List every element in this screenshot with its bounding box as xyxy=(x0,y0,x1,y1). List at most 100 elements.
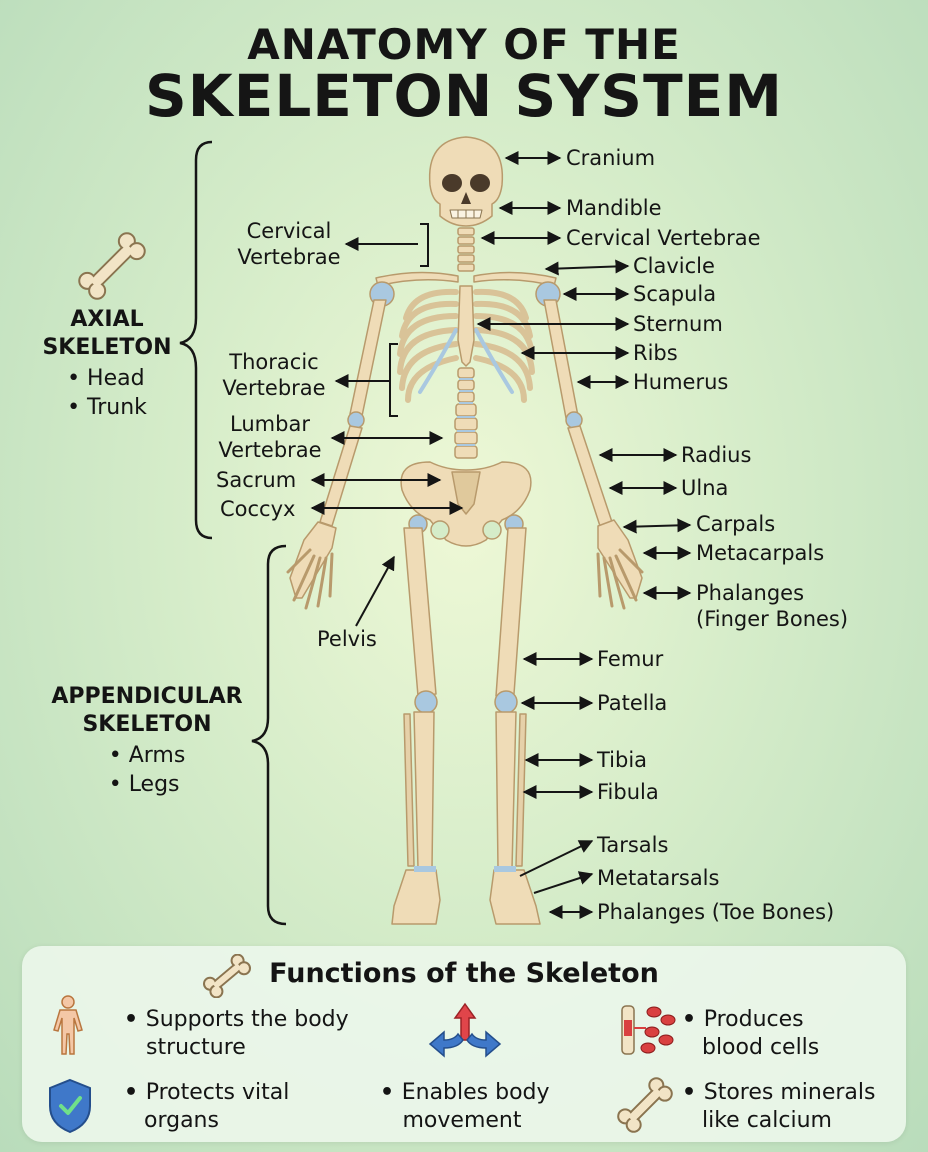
nasal-cavity xyxy=(461,192,471,204)
title-line-1: ANATOMY OF THE xyxy=(247,20,681,69)
costal-cartilage xyxy=(418,328,514,394)
label-cervical-vertebrae: Cervical Vertebrae xyxy=(566,226,761,250)
appendicular-item: Legs xyxy=(109,770,186,799)
appendicular-list: Arms Legs xyxy=(109,741,186,799)
label-tarsals: Tarsals xyxy=(597,833,669,857)
patella-left xyxy=(414,690,438,714)
label-metacarpals: Metacarpals xyxy=(696,541,825,565)
forearm-right xyxy=(567,425,613,527)
single-arrows xyxy=(334,237,594,894)
human-body-icon xyxy=(53,995,83,1055)
label-clavicle: Clavicle xyxy=(633,254,715,278)
axial-title-2: SKELETON xyxy=(42,335,172,360)
function-item-minerals: • Stores minerals • like calcium xyxy=(682,1080,876,1133)
function-item-movement: • Enables body movement xyxy=(380,1080,550,1133)
tibia-right xyxy=(495,711,517,869)
axial-title-1: AXIAL xyxy=(70,307,144,332)
label-metatarsals: Metatarsals xyxy=(597,866,720,890)
function-movement-2: movement xyxy=(402,1108,522,1133)
appendicular-item: Arms xyxy=(109,741,186,770)
label-carpals: Carpals xyxy=(696,512,776,536)
cervical-vertebrae xyxy=(457,227,475,272)
function-minerals-1: Stores minerals xyxy=(703,1080,876,1105)
label-lumbar-1: Lumbar xyxy=(230,412,310,436)
label-cervical-left-2: Vertebrae xyxy=(237,245,341,269)
label-femur: Femur xyxy=(597,647,664,671)
foot-left xyxy=(391,869,441,925)
title-line-2: SKELETON SYSTEM xyxy=(145,62,783,130)
label-lumbar-2: Vertebrae xyxy=(218,438,322,462)
label-sternum: Sternum xyxy=(633,312,723,336)
clavicle-left xyxy=(375,271,459,287)
thoracic-bracket xyxy=(389,343,398,417)
label-coccyx: Coccyx xyxy=(220,497,296,521)
label-fibula: Fibula xyxy=(597,780,659,804)
functions-panel: Functions of the Skeleton • Supports the… xyxy=(22,946,906,1142)
blood-cells-icon xyxy=(621,1005,676,1055)
label-phalanges-hand-2: (Finger Bones) xyxy=(696,607,849,631)
fibula-left xyxy=(403,713,415,867)
label-ribs: Ribs xyxy=(633,341,678,365)
direction-arrows-icon xyxy=(428,1002,502,1058)
appendicular-skeleton-group: APPENDICULAR SKELETON Arms Legs xyxy=(44,683,250,799)
shield-check-icon xyxy=(49,1078,91,1134)
bone-icon xyxy=(202,954,252,998)
function-movement-1: Enables body xyxy=(401,1080,550,1105)
label-mandible: Mandible xyxy=(566,196,662,220)
axial-skeleton-group: AXIAL SKELETON Head Trunk xyxy=(34,306,180,422)
eye-socket-left xyxy=(442,174,462,192)
function-protect-1: Protects vital xyxy=(145,1080,290,1105)
function-item-blood: • Produces • blood cells xyxy=(682,1007,820,1060)
label-scapula: Scapula xyxy=(633,282,717,306)
function-blood-2: blood cells xyxy=(701,1035,820,1060)
label-tibia: Tibia xyxy=(597,748,648,772)
femur-left xyxy=(403,527,437,697)
label-cervical-left-1: Cervical xyxy=(246,219,332,243)
fingers-right xyxy=(596,548,644,610)
femur-right xyxy=(495,527,527,697)
label-cranium: Cranium xyxy=(566,146,656,170)
tibia-left xyxy=(413,711,435,869)
label-ulna: Ulna xyxy=(681,476,729,500)
label-thoracic-1: Thoracic xyxy=(229,350,319,374)
eye-socket-right xyxy=(470,174,490,192)
function-item-support: • Supports the body • structure xyxy=(124,1007,349,1060)
label-lumbar: Lumbar Vertebrae xyxy=(200,411,340,463)
axial-item: Trunk xyxy=(67,393,147,422)
label-phalanges-hand-1: Phalanges xyxy=(696,581,805,605)
foot-right xyxy=(489,869,541,925)
humerus-right xyxy=(543,299,579,419)
spinal-discs xyxy=(457,378,475,446)
fibula-right xyxy=(515,713,527,867)
label-thoracic-2: Vertebrae xyxy=(222,376,326,400)
axial-item: Head xyxy=(67,364,147,393)
label-radius: Radius xyxy=(681,443,752,467)
cervical-bracket xyxy=(420,223,429,267)
label-sacrum: Sacrum xyxy=(216,468,297,492)
function-blood-1: Produces xyxy=(703,1007,804,1032)
patella-right xyxy=(494,690,518,714)
sternum xyxy=(457,285,475,367)
label-thoracic: Thoracic Vertebrae xyxy=(206,349,342,401)
skull xyxy=(428,136,504,227)
hand-right xyxy=(597,519,643,599)
axial-list: Head Trunk xyxy=(67,364,147,422)
appendicular-title-2: SKELETON xyxy=(82,712,212,737)
fingers-left xyxy=(286,548,334,610)
functions-title: Functions of the Skeleton xyxy=(269,958,659,989)
bone-icon xyxy=(78,232,146,300)
function-item-protect: • Protects vital • organs xyxy=(124,1080,290,1133)
function-support-1: Supports the body xyxy=(145,1007,349,1032)
appendicular-title-1: APPENDICULAR xyxy=(51,684,243,709)
bone-icon xyxy=(617,1077,673,1133)
label-patella: Patella xyxy=(597,691,668,715)
function-support-2: structure xyxy=(145,1035,246,1060)
label-pelvis: Pelvis xyxy=(317,627,377,651)
leader-arrows xyxy=(310,151,692,919)
function-minerals-2: like calcium xyxy=(701,1108,832,1133)
axial-bracket xyxy=(179,140,213,540)
humerus-left xyxy=(349,299,387,417)
label-phalanges-foot: Phalanges (Toe Bones) xyxy=(597,900,835,924)
appendicular-bracket xyxy=(251,544,287,926)
